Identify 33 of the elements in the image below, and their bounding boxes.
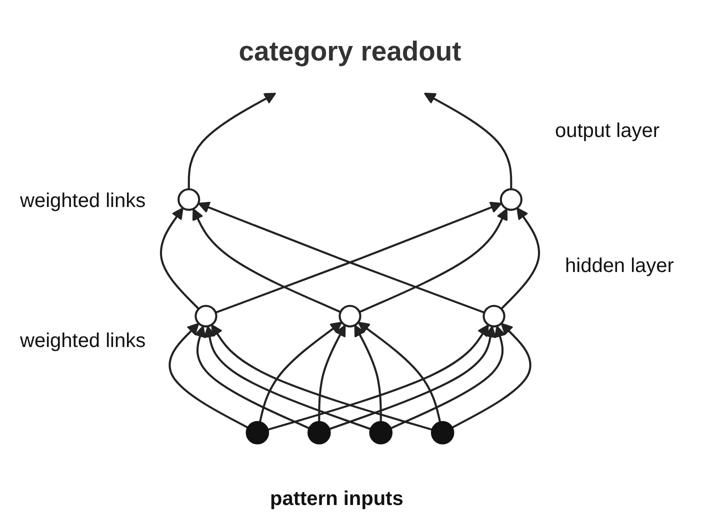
arrow — [354, 324, 382, 422]
arrow — [359, 208, 508, 313]
arrow — [328, 326, 496, 430]
layer-label: hidden layer — [565, 255, 674, 278]
arrow — [160, 207, 200, 310]
arrow — [424, 92, 512, 190]
node-circle — [246, 421, 270, 444]
arrow — [390, 325, 506, 430]
arrow — [168, 322, 249, 429]
node-circle — [430, 421, 454, 444]
node-text: category readout — [238, 37, 462, 68]
node-circle — [338, 304, 362, 328]
arrow — [188, 92, 276, 190]
arrow — [451, 322, 532, 429]
links-label: weighted links — [20, 190, 146, 213]
node-circle — [369, 421, 393, 444]
arrow — [211, 324, 433, 431]
inputs-label: pattern inputs — [270, 488, 404, 511]
links-label: weighted links — [20, 330, 146, 353]
node-circle — [194, 304, 218, 328]
node-circle — [178, 188, 200, 211]
arrow — [500, 207, 540, 310]
arrow — [318, 324, 346, 422]
arrow — [258, 322, 342, 423]
arrow — [194, 325, 310, 430]
layer-label: output layer — [555, 120, 660, 143]
node-circle — [482, 304, 506, 328]
node-circle — [307, 421, 331, 444]
arrow — [267, 324, 489, 431]
node-circle — [500, 188, 522, 211]
arrow — [192, 208, 341, 313]
arrow — [358, 322, 442, 423]
arrow — [204, 326, 372, 430]
